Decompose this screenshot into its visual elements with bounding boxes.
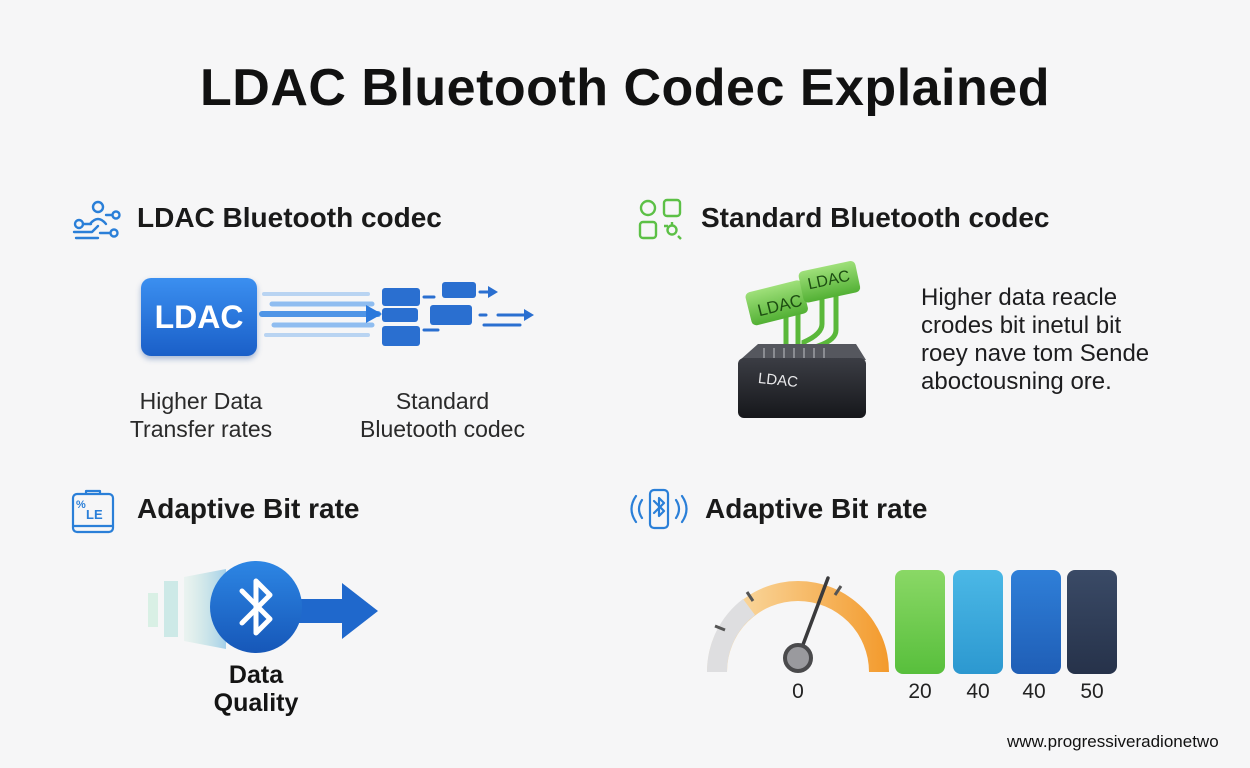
bitrate-bar [1011, 570, 1061, 674]
watermark-url: www.progressiveradionetwo [1007, 732, 1219, 751]
ldac-badge: LDAC [141, 278, 257, 356]
gauge-label: 0 [792, 680, 804, 703]
paragraph-line: crodes bit inetul bit [921, 312, 1122, 339]
section-heading-standard: Standard Bluetooth codec [701, 202, 1050, 233]
sale-tag-icon: % LE [70, 488, 116, 536]
bitrate-gauge [706, 576, 889, 673]
section-heading-adaptive-left: Adaptive Bit rate [137, 493, 360, 524]
bar-label: 40 [966, 680, 990, 703]
bar-label: 20 [908, 680, 932, 703]
paragraph-line: Higher data reacle [921, 284, 1118, 311]
standard-codec-description: Higher data reacle crodes bit inetul bit… [921, 284, 1221, 396]
bar-label: 50 [1080, 680, 1104, 703]
section-heading-adaptive-right: Adaptive Bit rate [705, 493, 928, 524]
caption-line: Higher Data [139, 388, 263, 414]
sale-tag-text: % [76, 499, 86, 511]
bluetooth-phone-icon [630, 488, 688, 530]
page-title: LDAC Bluetooth Codec Explained [200, 59, 1050, 117]
codec-chip-graphic [738, 260, 866, 418]
data-stream-graphic [259, 282, 534, 346]
section-heading-ldac: LDAC Bluetooth codec [137, 202, 442, 233]
caption-data-quality: Data Quality [200, 661, 312, 717]
caption-higher-data: Higher Data Transfer rates [106, 387, 296, 443]
caption-line: Transfer rates [129, 416, 273, 442]
caption-line: Standard [395, 388, 490, 414]
grid-shapes-icon [638, 198, 682, 240]
bar-label: 40 [1022, 680, 1046, 703]
sale-tag-text: LE [86, 507, 103, 522]
bitrate-bar [1067, 570, 1117, 674]
caption-line: Bluetooth codec [360, 416, 525, 442]
paragraph-line: aboctousning ore. [921, 368, 1112, 395]
caption-line: Data [228, 661, 284, 689]
bitrate-bar [953, 570, 1003, 674]
caption-standard-codec: Standard Bluetooth codec [335, 387, 550, 443]
paragraph-line: roey nave tom Sende [921, 340, 1150, 367]
network-nodes-icon [72, 200, 121, 240]
bluetooth-transfer-graphic [148, 561, 378, 653]
caption-line: Quality [213, 689, 299, 717]
bitrate-bar [895, 570, 945, 674]
